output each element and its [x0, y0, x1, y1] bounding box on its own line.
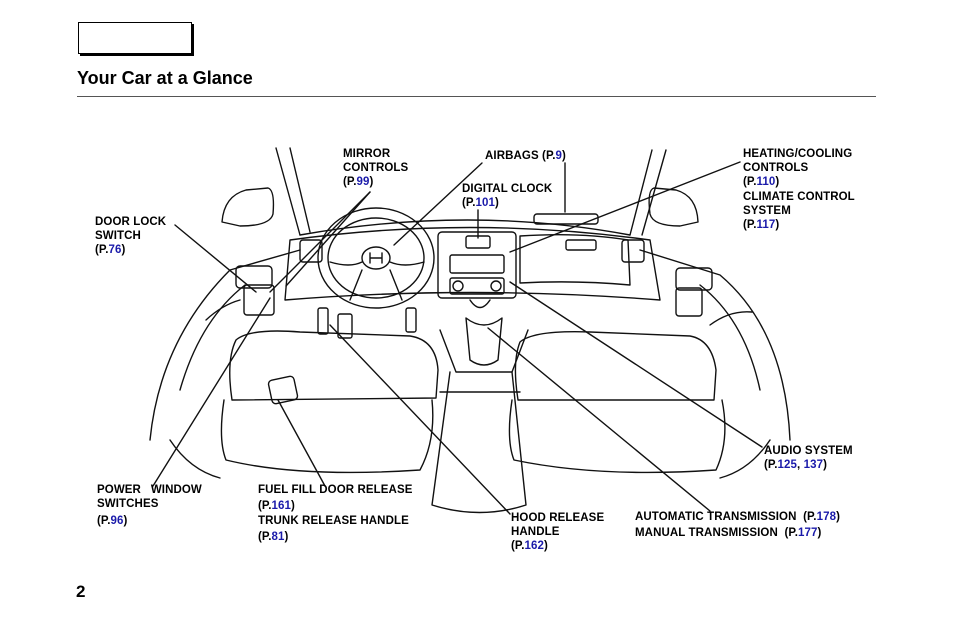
page-ref-link[interactable]: 178 — [816, 511, 837, 523]
page-ref-link[interactable]: 162 — [524, 540, 545, 552]
page-ref-link[interactable]: 96 — [110, 515, 124, 527]
label-line: CLIMATE CONTROL — [743, 191, 855, 203]
label-hood-release-handle: HOOD RELEASE HANDLE (P.162) — [511, 511, 604, 553]
page-ref-suffix: ) — [817, 527, 822, 539]
label-line: MIRROR — [343, 148, 391, 160]
page-ref-suffix: ) — [775, 176, 780, 188]
page-number: 2 — [76, 582, 86, 601]
label-door-lock-switch: DOOR LOCK SWITCH (P.76) — [95, 215, 166, 257]
label-heating-cooling: HEATING/COOLING CONTROLS (P.110) — [743, 147, 852, 189]
label-line: DOOR LOCK — [95, 216, 167, 228]
label-line: HOOD RELEASE — [511, 512, 605, 524]
page-ref-link[interactable]: 76 — [108, 244, 122, 256]
car-interior-illustration — [149, 147, 791, 515]
page-ref-suffix: ) — [291, 500, 295, 512]
label-line: SWITCHES — [97, 498, 159, 510]
page-ref-suffix: ) — [284, 531, 289, 543]
page-ref-prefix: (P. — [462, 197, 476, 209]
page-ref-prefix: (P. — [258, 531, 272, 543]
page-ref-separator: , — [797, 459, 804, 471]
label-line: MANUAL TRANSMISSION (P. — [635, 527, 798, 539]
page-ref-link[interactable]: 177 — [797, 527, 818, 539]
label-line: AIRBAGS (P. — [485, 150, 556, 162]
page-ref-prefix: (P. — [743, 219, 757, 231]
label-line: TRUNK RELEASE HANDLE — [258, 515, 409, 527]
title-divider — [77, 96, 876, 97]
page-ref-link[interactable]: 9 — [555, 150, 563, 162]
label-line: AUDIO SYSTEM — [764, 445, 853, 457]
label-line: SYSTEM — [743, 205, 791, 217]
page-ref-link[interactable]: 81 — [271, 531, 285, 543]
page-ref-suffix: ) — [823, 459, 828, 471]
label-line: SWITCH — [95, 230, 141, 242]
section-tab-box — [78, 22, 192, 54]
page-ref-prefix: (P. — [258, 500, 272, 512]
page-ref-prefix: (P. — [743, 176, 757, 188]
page-ref-link[interactable]: 125 — [777, 459, 798, 471]
label-line: POWER WINDOW — [97, 484, 202, 496]
label-power-window-switches: POWER WINDOW SWITCHES (P.96) — [97, 483, 202, 528]
page-ref-suffix: ) — [495, 197, 499, 209]
page-ref-prefix: (P. — [95, 244, 109, 256]
label-line: CONTROLS — [743, 162, 809, 174]
label-digital-clock: DIGITAL CLOCK (P.101) — [462, 182, 552, 210]
label-line: AUTOMATIC TRANSMISSION (P. — [635, 511, 817, 523]
page-ref-suffix: ) — [562, 150, 566, 162]
label-audio-system: AUDIO SYSTEM (P.125, 137) — [764, 444, 853, 472]
label-fuel-fill-door-release: FUEL FILL DOOR RELEASE (P.161) — [258, 483, 412, 513]
label-manual-transmission: MANUAL TRANSMISSION (P.177) — [635, 526, 821, 540]
label-line: HANDLE — [511, 526, 560, 538]
page-ref-link[interactable]: 99 — [356, 176, 370, 188]
page-ref-suffix: ) — [544, 540, 548, 552]
page-ref-prefix: (P. — [97, 515, 111, 527]
label-line: DIGITAL CLOCK — [462, 183, 553, 195]
page-ref-link[interactable]: 161 — [271, 500, 292, 512]
page-ref-prefix: (P. — [343, 176, 357, 188]
page-ref-link[interactable]: 101 — [475, 197, 496, 209]
page-ref-suffix: ) — [123, 515, 128, 527]
page-ref-link[interactable]: 137 — [803, 459, 824, 471]
label-climate-control: CLIMATE CONTROL SYSTEM (P.117) — [743, 190, 855, 232]
label-mirror-controls: MIRROR CONTROLS (P.99) — [343, 147, 408, 189]
page-ref-link[interactable]: 117 — [756, 219, 776, 231]
page-ref-suffix: ) — [369, 176, 374, 188]
label-trunk-release-handle: TRUNK RELEASE HANDLE (P.81) — [258, 514, 409, 544]
label-airbags: AIRBAGS (P.9) — [485, 149, 566, 163]
page-ref-suffix: ) — [775, 219, 780, 231]
page-title: Your Car at a Glance — [77, 68, 253, 88]
page-ref-prefix: (P. — [511, 540, 525, 552]
label-line: FUEL FILL DOOR RELEASE — [258, 484, 413, 496]
label-line: CONTROLS — [343, 162, 409, 174]
page-ref-suffix: ) — [836, 511, 841, 523]
page-ref-suffix: ) — [121, 244, 126, 256]
label-line: HEATING/COOLING — [743, 148, 853, 160]
page-ref-prefix: (P. — [764, 459, 778, 471]
label-automatic-transmission: AUTOMATIC TRANSMISSION (P.178) — [635, 510, 840, 524]
page-ref-link[interactable]: 110 — [756, 176, 776, 188]
